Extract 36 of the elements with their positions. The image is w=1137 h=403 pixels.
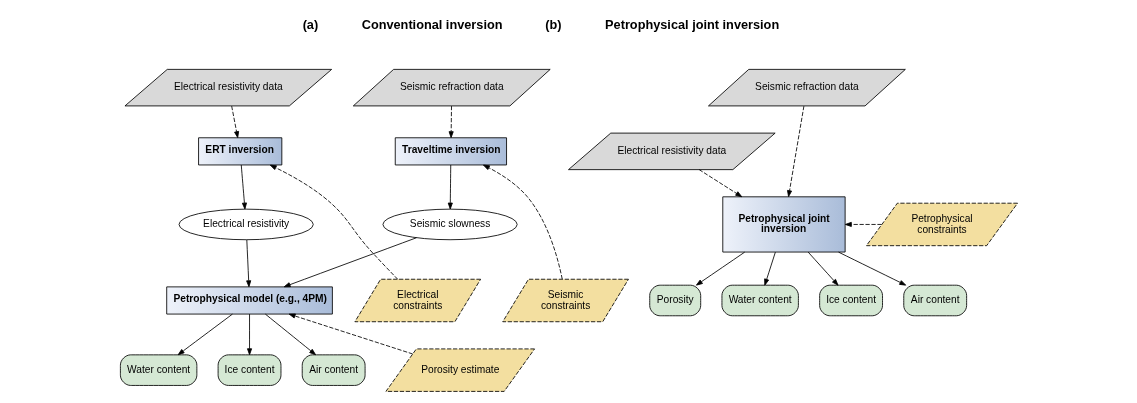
arrow <box>288 313 413 355</box>
arrow <box>844 221 882 227</box>
node-box: Air content <box>902 284 967 317</box>
node-box: Air content <box>301 354 365 386</box>
arrow <box>448 105 454 139</box>
arrow <box>283 237 417 288</box>
arrow <box>807 251 838 286</box>
arrow <box>230 105 239 139</box>
label: (a) <box>302 17 318 33</box>
node-box: Ice content <box>818 284 883 317</box>
arrow <box>837 251 906 286</box>
arrow <box>786 105 804 197</box>
label: (b) <box>544 17 561 33</box>
arrow <box>246 313 252 356</box>
node-box: ERT inversion <box>197 137 282 166</box>
arrow <box>177 313 233 356</box>
arrow <box>245 239 251 288</box>
arrow <box>763 251 776 286</box>
arrow <box>240 164 247 210</box>
node-box: Petrophysical joint inversion <box>721 196 846 253</box>
arrow <box>698 169 742 198</box>
node-box: Water content <box>721 284 799 317</box>
node-box: Porosity <box>648 284 701 317</box>
arrow <box>695 251 745 286</box>
arrow <box>264 313 316 356</box>
label: Petrophysical joint inversion <box>604 17 779 33</box>
arrow <box>269 164 398 280</box>
node-box: Water content <box>119 354 197 386</box>
node-ellipse: Seismic slowness <box>382 208 518 241</box>
node-ellipse: Electrical resistivity <box>178 208 314 241</box>
arrow <box>447 164 453 210</box>
node-box: Traveltime inversion <box>394 137 507 166</box>
arrow <box>482 164 563 280</box>
label: Conventional inversion <box>361 17 503 33</box>
node-box: Ice content <box>217 354 281 386</box>
node-box: Petrophysical model (e.g., 4PM) <box>165 286 333 315</box>
